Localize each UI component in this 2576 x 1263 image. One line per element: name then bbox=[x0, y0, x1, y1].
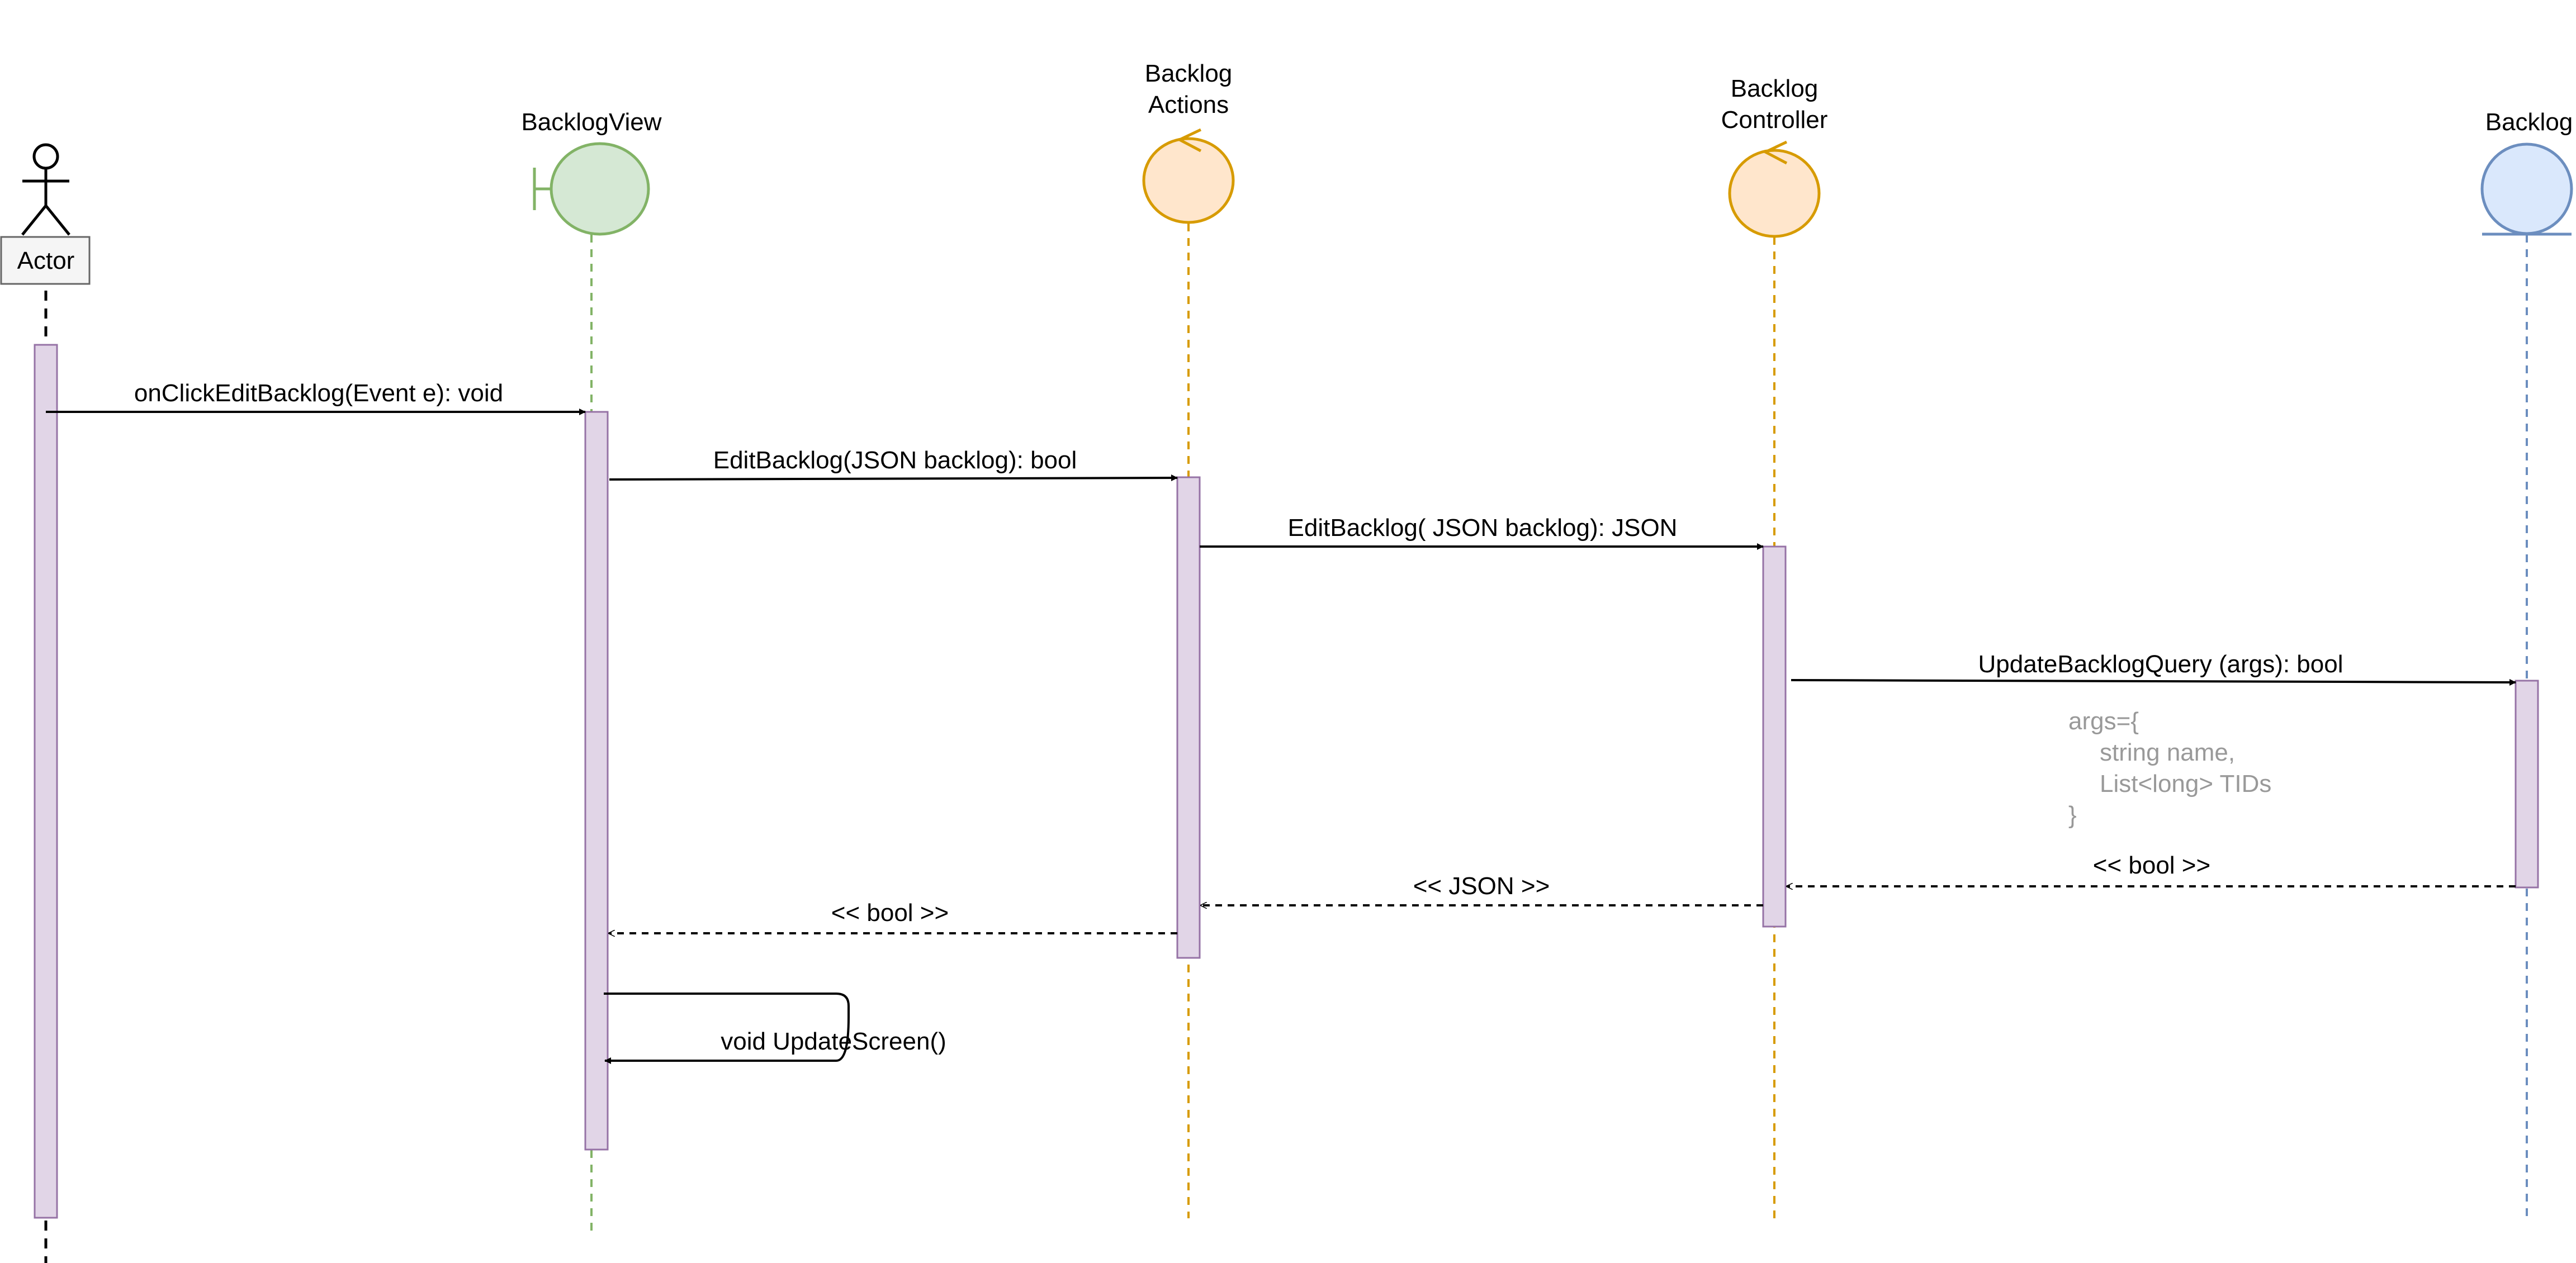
self-message-label-8: void UpdateScreen() bbox=[721, 1028, 946, 1055]
note-args-line4: } bbox=[2068, 801, 2077, 829]
message-arrow-2 bbox=[609, 474, 1178, 482]
participant-label-backlog-controller-line2: Controller bbox=[1721, 106, 1828, 134]
self-message-arrow-8 bbox=[604, 993, 850, 1064]
message-label-1: onClickEditBacklog(Event e): void bbox=[134, 379, 503, 407]
return-label-5: << bool >> bbox=[2093, 852, 2210, 879]
note-args-line1: args={ bbox=[2068, 708, 2139, 735]
activation-bar-actor bbox=[34, 344, 58, 1219]
message-label-3: EditBacklog( JSON backlog): JSON bbox=[1288, 514, 1678, 542]
participant-label-backlog-actions-line2: Actions bbox=[1148, 91, 1229, 118]
activation-bar-backlog-actions bbox=[1176, 476, 1201, 959]
boundary-icon bbox=[533, 142, 650, 236]
participant-label-backlog-entity: Backlog bbox=[2485, 108, 2573, 136]
note-args-line2: string name, bbox=[2100, 739, 2235, 766]
activation-bar-backlog-view bbox=[584, 411, 609, 1151]
message-arrow-4 bbox=[1791, 678, 2516, 686]
activation-bar-backlog-controller bbox=[1762, 545, 1787, 928]
message-label-2: EditBacklog(JSON backlog): bool bbox=[713, 447, 1077, 474]
note-args-line3: List<long> TIDs bbox=[2100, 770, 2271, 797]
entity-icon bbox=[2480, 143, 2573, 236]
actor-figure-icon bbox=[21, 143, 70, 236]
actor-label-box bbox=[0, 236, 91, 285]
participant-label-backlog-actions-line1: Backlog bbox=[1145, 60, 1233, 87]
activation-bar-backlog-entity bbox=[2515, 680, 2539, 889]
control-icon-actions bbox=[1142, 128, 1235, 224]
control-icon-controller bbox=[1728, 140, 1821, 238]
participant-label-backlog-view: BacklogView bbox=[521, 108, 661, 136]
return-label-6: << JSON >> bbox=[1413, 872, 1550, 900]
message-label-4: UpdateBacklogQuery (args): bool bbox=[1978, 651, 2343, 678]
participant-label-backlog-controller-line1: Backlog bbox=[1731, 75, 1819, 102]
return-label-7: << bool >> bbox=[831, 899, 949, 927]
actor-label: Actor bbox=[17, 247, 75, 274]
